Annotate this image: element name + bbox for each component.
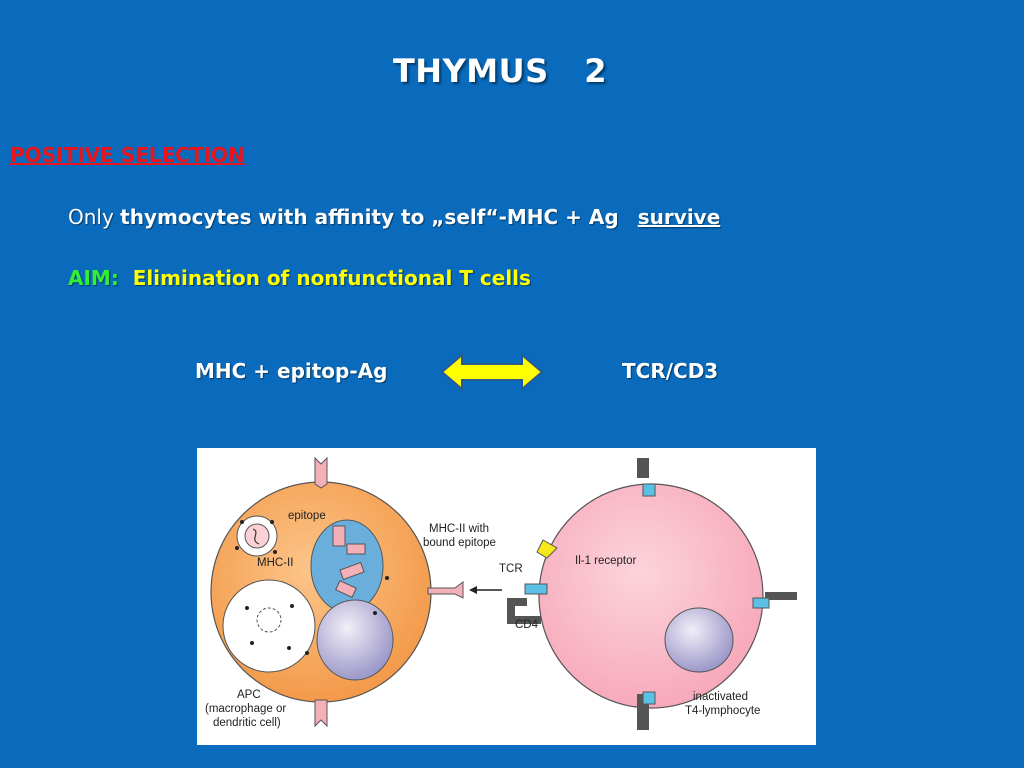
aim-line: AIM: Elimination of nonfunctional T cell… xyxy=(68,266,531,290)
label-apc-2: (macrophage or xyxy=(205,703,286,715)
mhc-label: MHC + epitop-Ag xyxy=(195,359,388,383)
aim-label: AIM: xyxy=(68,266,119,290)
figure-diagram: epitope MHC-II MHC-II with bound epitope… xyxy=(205,456,797,730)
slide-title: THYMUS 2 xyxy=(0,52,1000,90)
label-inactivated-1: inactivated xyxy=(693,691,748,703)
label-inactivated-2: T4-lymphocyte xyxy=(685,705,760,717)
statement-survive: survive xyxy=(637,205,721,229)
statement-prefix: Only xyxy=(68,205,121,229)
label-apc-1: APC xyxy=(237,689,261,701)
aim-text: Elimination of nonfunctional T cells xyxy=(132,266,531,290)
label-mhc2: MHC-II xyxy=(257,557,293,569)
t-lymphocyte-cell xyxy=(507,458,797,730)
label-epitope: epitope xyxy=(288,510,326,522)
label-tcr: TCR xyxy=(499,563,523,575)
statement-bold: thymocytes with affinity to „self“-MHC +… xyxy=(120,205,619,229)
label-apc-3: dendritic cell) xyxy=(213,717,281,729)
section-heading: POSITIVE SELECTION xyxy=(10,143,245,167)
label-cd4: CD4 xyxy=(515,619,539,631)
apc-tcell-figure: epitope MHC-II MHC-II with bound epitope… xyxy=(197,448,816,745)
double-arrow-icon xyxy=(440,352,544,392)
title-text: THYMUS xyxy=(392,52,549,90)
statement-line: Only thymocytes with affinity to „self“-… xyxy=(68,205,720,229)
title-number: 2 xyxy=(584,52,608,90)
label-mhc2-bound-1: MHC-II with xyxy=(429,523,489,535)
apc-cell xyxy=(210,456,464,728)
tcr-label: TCR/CD3 xyxy=(622,359,719,383)
label-il1: Il-1 receptor xyxy=(575,555,637,567)
label-mhc2-bound-2: bound epitope xyxy=(423,537,496,549)
